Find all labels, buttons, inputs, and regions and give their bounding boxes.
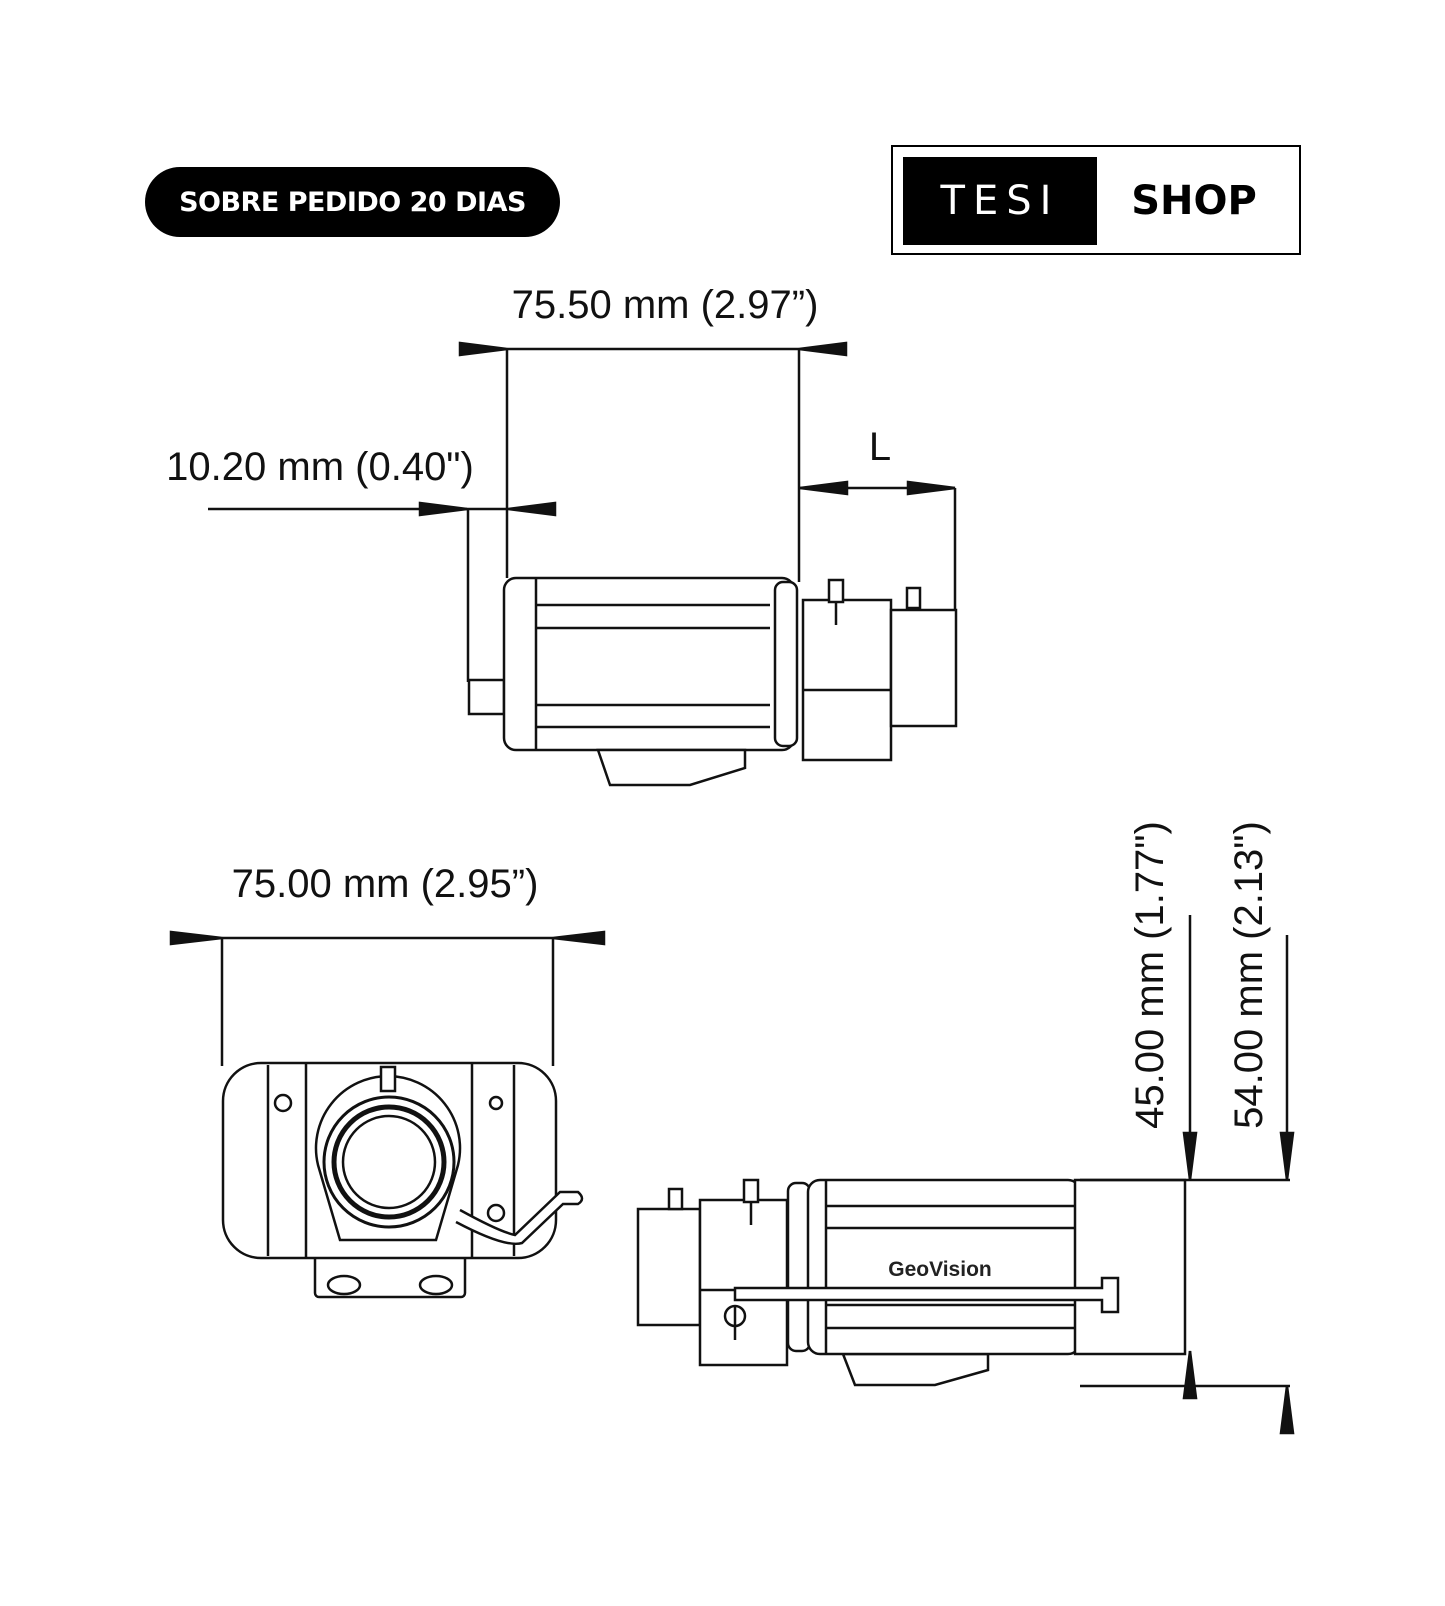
front-view-dimension-lines — [169, 930, 606, 1066]
body-height-label: 45.00 mm (1.77") — [1128, 821, 1172, 1129]
side-view-dimension-lines — [1080, 915, 1295, 1435]
tesi-shop-logo: TESI SHOP — [891, 145, 1301, 255]
availability-badge: SOBRE PEDIDO 20 DIAS — [145, 167, 560, 237]
side-view-camera — [636, 1178, 1187, 1387]
logo-right-text: SHOP — [1131, 178, 1257, 224]
front-width-label: 75.00 mm (2.95”) — [232, 862, 539, 906]
logo-left-text: TESI — [903, 157, 1097, 245]
top-length-label: 75.50 mm (2.97”) — [512, 283, 819, 327]
top-view-dimension-lines — [208, 341, 957, 682]
lens-length-label: L — [869, 425, 891, 469]
top-view-camera — [467, 576, 958, 787]
front-view-camera — [221, 1061, 584, 1299]
top-offset-label: 10.20 mm (0.40") — [166, 445, 474, 489]
camera-brand-label: GeoVision — [888, 1258, 991, 1281]
total-height-label: 54.00 mm (2.13") — [1227, 821, 1271, 1129]
